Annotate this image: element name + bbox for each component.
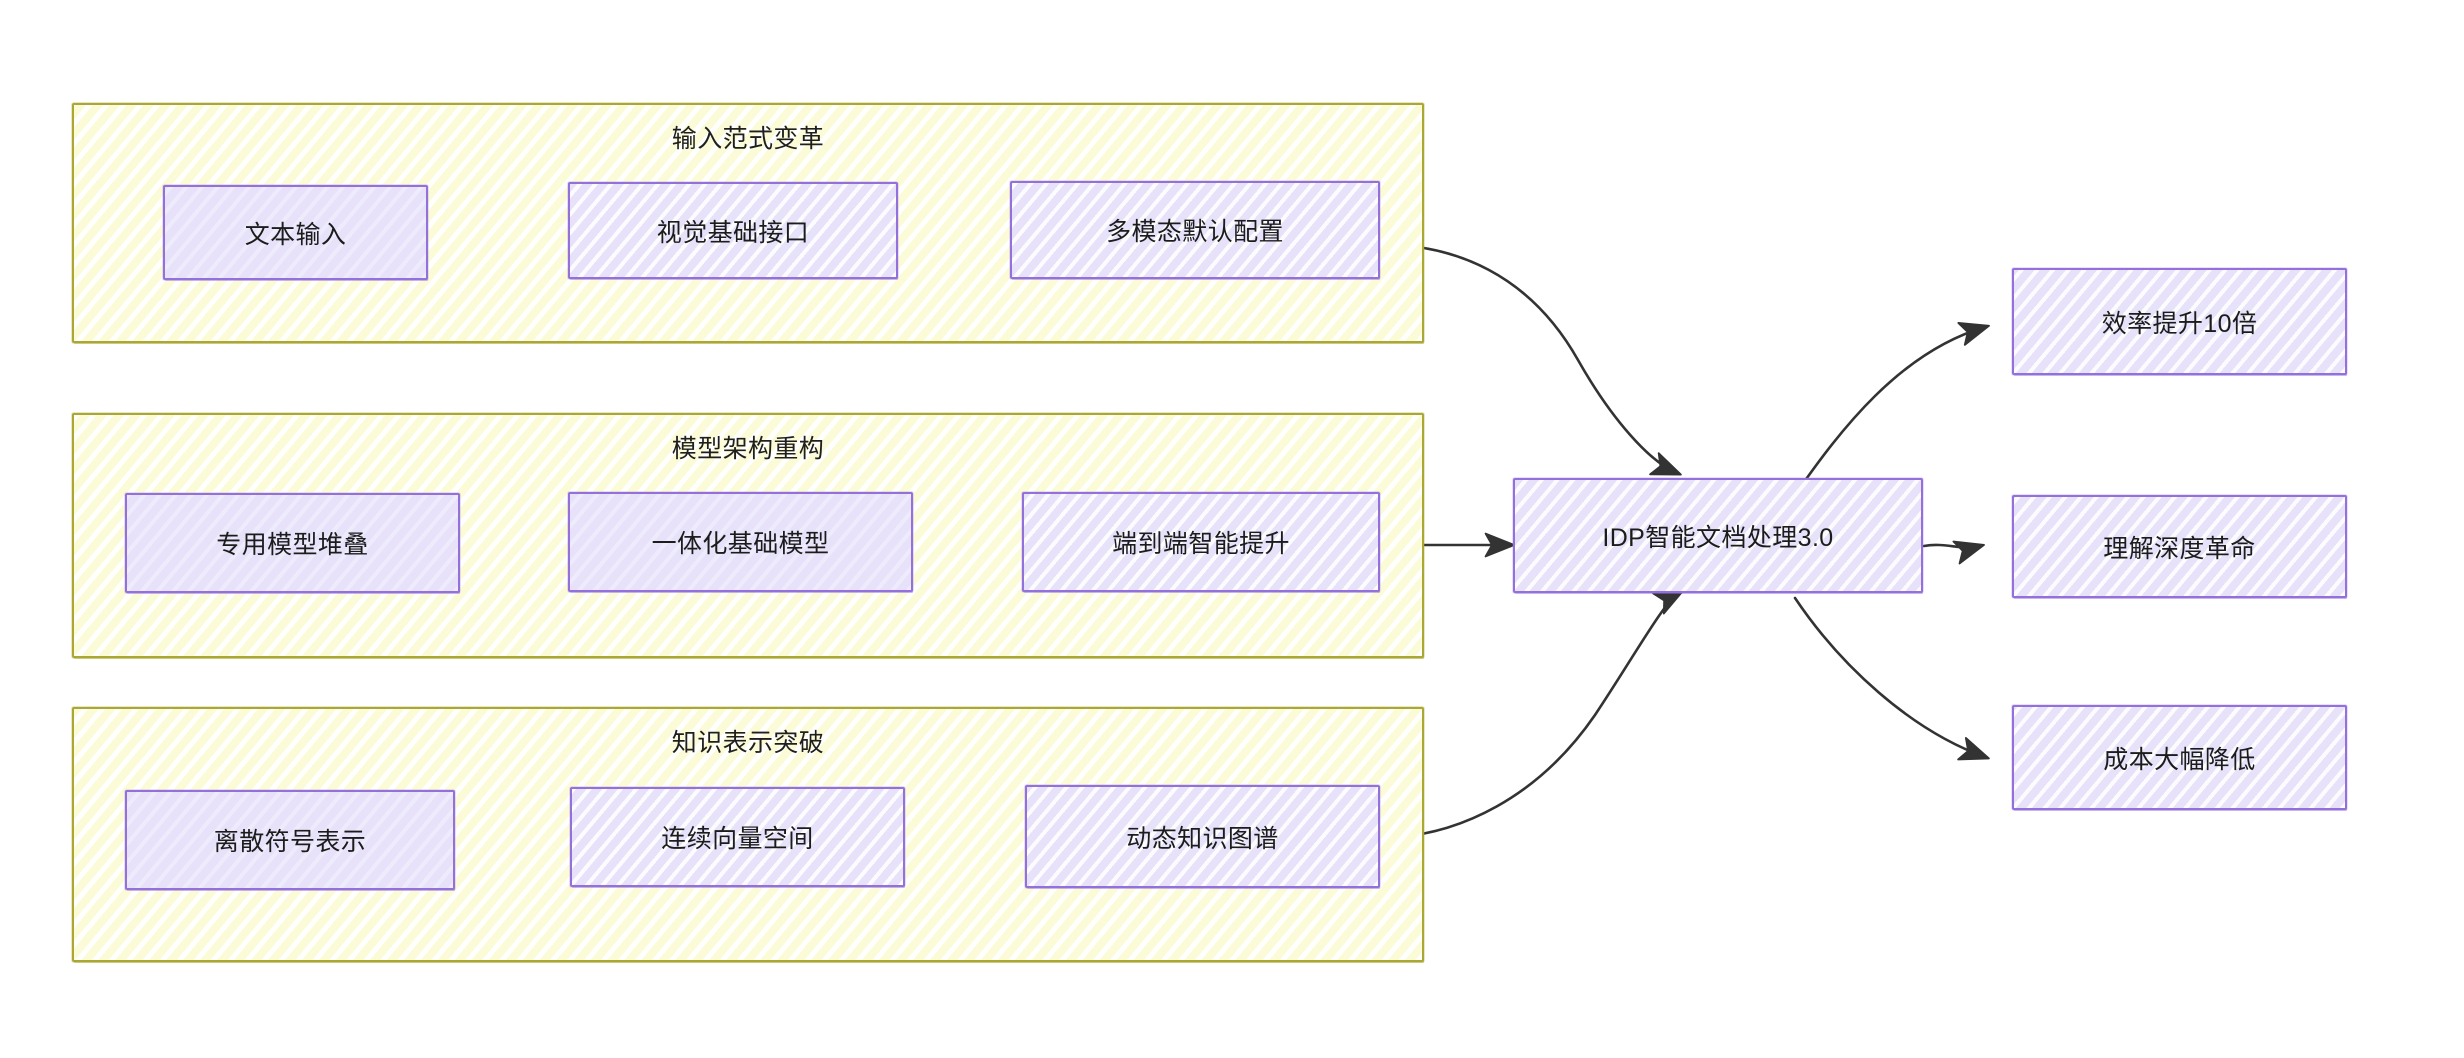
node-discrete-symbol-representation[interactable]: 离散符号表示 (125, 790, 455, 890)
node-label: 专用模型堆叠 (216, 531, 369, 559)
node-label: 成本大幅降低 (2103, 745, 2256, 774)
node-label: 视觉基础接口 (656, 218, 810, 247)
subgraph-title: 知识表示突破 (671, 729, 825, 757)
node-dynamic-knowledge-graph[interactable]: 动态知识图谱 (1025, 785, 1380, 888)
subgraph-title: 输入范式变革 (671, 125, 825, 153)
node-outcome-cost[interactable]: 成本大幅降低 (2012, 705, 2347, 810)
node-outcome-understanding[interactable]: 理解深度革命 (2012, 495, 2347, 598)
node-label: 动态知识图谱 (1126, 824, 1279, 853)
node-unified-foundation-model[interactable]: 一体化基础模型 (568, 492, 913, 592)
node-label: 文本输入 (244, 220, 347, 249)
node-label: 多模态默认配置 (1106, 218, 1284, 246)
node-continuous-vector-space[interactable]: 连续向量空间 (570, 787, 905, 887)
node-label: 理解深度革命 (2103, 534, 2256, 563)
edge-hub-o2 (1922, 540, 1985, 565)
node-specialized-model-stack[interactable]: 专用模型堆叠 (125, 493, 460, 593)
node-label: 效率提升10倍 (2101, 309, 2258, 338)
node-end-to-end-intelligence[interactable]: 端到端智能提升 (1022, 492, 1380, 592)
node-text-input[interactable]: 文本输入 (163, 185, 428, 280)
node-visual-base-interface[interactable]: 视觉基础接口 (568, 182, 898, 279)
node-label: 一体化基础模型 (651, 530, 830, 558)
node-label: 离散符号表示 (213, 828, 367, 856)
node-label: IDP智能文档处理3.0 (1602, 523, 1834, 552)
node-idp-hub[interactable]: IDP智能文档处理3.0 (1513, 478, 1923, 593)
node-label: 连续向量空间 (661, 825, 814, 853)
node-outcome-efficiency[interactable]: 效率提升10倍 (2012, 268, 2347, 375)
edge-hub-o1 (1793, 322, 1990, 497)
edge-hub-o3 (1793, 596, 1990, 761)
node-label: 端到端智能提升 (1112, 530, 1290, 558)
subgraph-title: 模型架构重构 (671, 435, 825, 463)
node-multimodal-default-config[interactable]: 多模态默认配置 (1010, 181, 1380, 279)
